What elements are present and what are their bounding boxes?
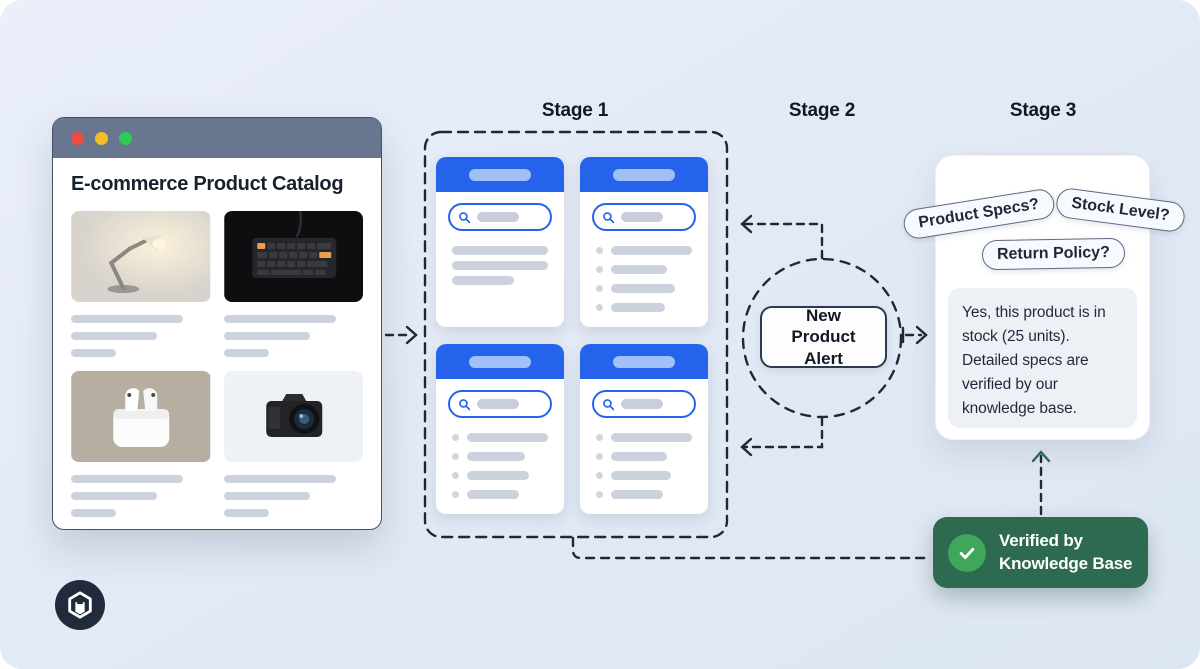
badge-line1: Verified by bbox=[999, 531, 1083, 551]
brand-logo[interactable] bbox=[55, 580, 105, 630]
browser-window: E-commerce Product Catalog bbox=[52, 117, 382, 530]
card-header bbox=[436, 157, 564, 192]
card-header-skeleton bbox=[613, 168, 675, 181]
catalog-entry-card bbox=[580, 344, 708, 514]
stage1-label: Stage 1 bbox=[541, 100, 609, 121]
arrowhead-left-icon bbox=[740, 214, 753, 234]
search-placeholder-skeleton bbox=[621, 399, 663, 409]
verified-badge: Verified by Knowledge Base bbox=[933, 517, 1148, 588]
stage3-label: Stage 3 bbox=[1009, 100, 1077, 121]
cube-icon bbox=[68, 591, 92, 619]
card-header bbox=[580, 344, 708, 379]
card-header-skeleton bbox=[613, 355, 675, 368]
product-grid bbox=[71, 211, 363, 531]
card-header bbox=[580, 157, 708, 192]
product-image-dslr-camera[interactable] bbox=[223, 371, 364, 462]
search-placeholder-skeleton bbox=[477, 399, 519, 409]
product-text-skeleton bbox=[71, 315, 211, 357]
answer-text: Yes, this product is in stock (25 units)… bbox=[948, 288, 1137, 428]
product-image-desk-lamp[interactable] bbox=[71, 211, 211, 302]
product-text-skeleton bbox=[223, 475, 364, 517]
question-pill-return-policy: Return Policy? bbox=[981, 237, 1126, 271]
card-header-skeleton bbox=[469, 168, 531, 181]
stage2-label: Stage 2 bbox=[788, 100, 856, 121]
product-image-mechanical-keyboard[interactable] bbox=[223, 211, 364, 302]
product-text-skeleton bbox=[223, 315, 364, 357]
zoom-button[interactable] bbox=[119, 131, 132, 145]
search-icon bbox=[459, 211, 471, 223]
catalog-title: E-commerce Product Catalog bbox=[71, 173, 344, 195]
browser-titlebar bbox=[53, 118, 381, 158]
product-image-wireless-earbuds[interactable] bbox=[71, 371, 211, 462]
search-placeholder-skeleton bbox=[477, 212, 519, 222]
arrow-circle-to-stage1-bottom bbox=[742, 416, 824, 449]
product-text-skeleton bbox=[71, 475, 211, 517]
catalog-entry-card bbox=[580, 157, 708, 327]
search-input[interactable] bbox=[592, 203, 696, 231]
card-skeleton-list bbox=[580, 418, 708, 499]
search-icon bbox=[603, 211, 615, 223]
card-header-skeleton bbox=[469, 355, 531, 368]
search-icon bbox=[603, 398, 615, 410]
arrowhead-right-icon bbox=[915, 325, 928, 345]
badge-line2: Knowledge Base bbox=[999, 553, 1133, 573]
catalog-entry-card bbox=[436, 157, 564, 327]
card-skeleton-list bbox=[580, 231, 708, 312]
arrowhead-up-icon bbox=[1031, 450, 1051, 463]
arrow-circle-to-stage1-top bbox=[742, 222, 824, 260]
card-skeleton-lines bbox=[436, 231, 564, 285]
search-placeholder-skeleton bbox=[621, 212, 663, 222]
arrowhead-right-icon bbox=[405, 325, 418, 345]
search-input[interactable] bbox=[448, 203, 552, 231]
check-icon bbox=[948, 533, 986, 572]
card-skeleton-list bbox=[436, 418, 564, 499]
arrowhead-left-icon bbox=[740, 437, 753, 457]
search-icon bbox=[459, 398, 471, 410]
card-header bbox=[436, 344, 564, 379]
search-input[interactable] bbox=[592, 390, 696, 418]
catalog-entry-card bbox=[436, 344, 564, 514]
search-input[interactable] bbox=[448, 390, 552, 418]
new-product-alert-box: New Product Alert bbox=[760, 306, 887, 368]
minimize-button[interactable] bbox=[95, 131, 108, 145]
close-button[interactable] bbox=[71, 131, 84, 145]
line-stage1-to-badge bbox=[571, 536, 931, 560]
